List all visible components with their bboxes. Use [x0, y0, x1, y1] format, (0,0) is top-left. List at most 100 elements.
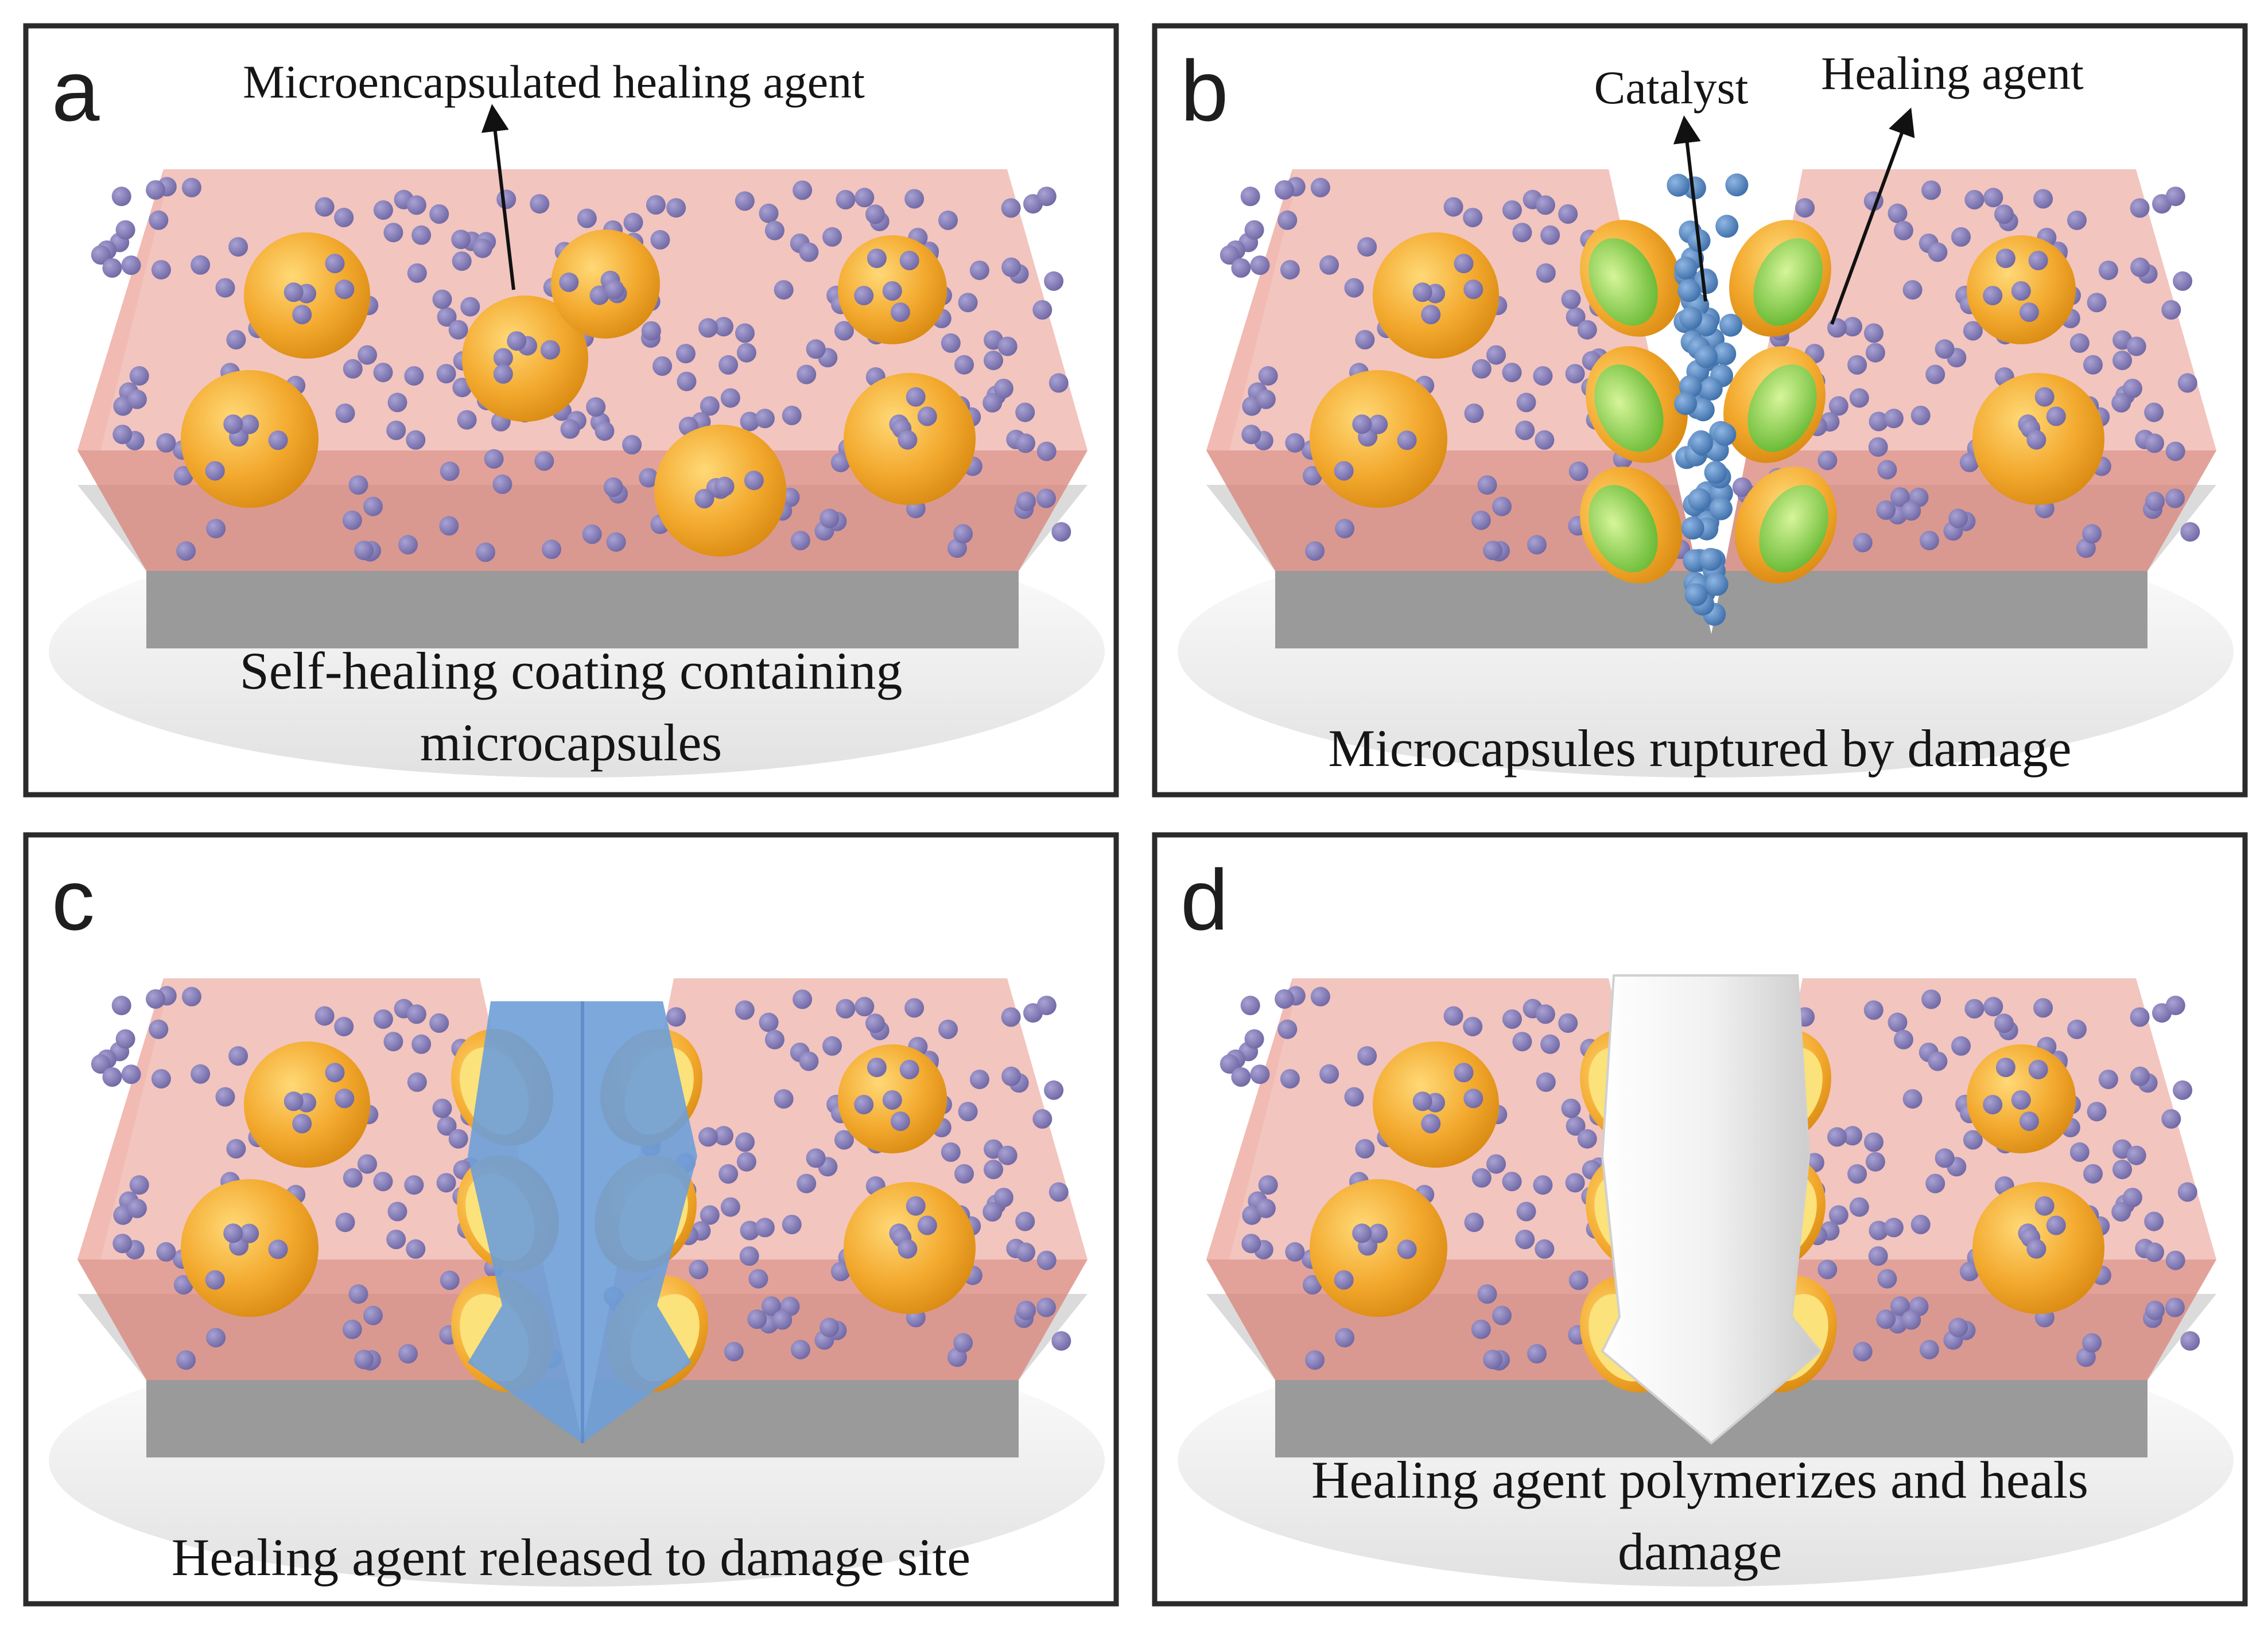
catalyst-particle — [1454, 1063, 1474, 1083]
catalyst-particle — [407, 263, 427, 283]
catalyst-particle — [595, 421, 615, 441]
catalyst-particle — [1241, 425, 1261, 445]
catalyst-particle — [735, 1000, 755, 1020]
catalyst-particle — [284, 1091, 304, 1111]
catalyst-particle — [958, 293, 978, 313]
catalyst-particle — [373, 200, 393, 220]
catalyst-particle — [982, 392, 1003, 413]
catalyst-particle — [1565, 364, 1585, 384]
catalyst-particle — [1847, 355, 1867, 375]
catalyst-particle — [1335, 1328, 1355, 1348]
catalyst-particle — [793, 180, 813, 200]
catalyst-particle — [432, 289, 452, 309]
catalyst-particle — [1231, 258, 1251, 278]
catalyst-particle — [452, 251, 472, 271]
catalyst-particle — [1310, 986, 1330, 1006]
panel-caption-line: Healing agent released to damage site — [172, 1528, 970, 1587]
catalyst-particle — [1036, 441, 1057, 461]
catalyst-particle — [799, 242, 819, 262]
catalyst-particle — [938, 1019, 958, 1039]
catalyst-particle — [1817, 450, 1838, 471]
catalyst-particle — [2098, 261, 2118, 281]
catalyst-particle-in-crack — [1713, 342, 1737, 366]
healing-agent-fill — [1589, 238, 1658, 326]
catalyst-particle — [1558, 204, 1578, 224]
catalyst-particle-in-crack — [1715, 215, 1739, 238]
catalyst-particle — [429, 204, 449, 224]
catalyst-particle — [1910, 1215, 1931, 1234]
catalyst-particle — [111, 996, 131, 1016]
catalyst-particle — [121, 255, 141, 275]
catalyst-particle — [1864, 1132, 1883, 1152]
catalyst-particle — [714, 317, 733, 337]
catalyst-particle — [724, 1342, 744, 1362]
catalyst-particle — [2026, 1239, 2046, 1259]
catalyst-particle — [867, 248, 887, 269]
catalyst-particle — [882, 281, 902, 301]
catalyst-particle — [719, 355, 739, 375]
catalyst-particle — [854, 1095, 874, 1115]
catalyst-particle — [432, 1098, 452, 1118]
catalyst-particle — [1935, 339, 1955, 359]
catalyst-particle — [1483, 1350, 1503, 1370]
catalyst-particle — [1890, 487, 1910, 507]
catalyst-particle — [1828, 1205, 1848, 1225]
catalyst-particle — [1535, 1004, 1555, 1024]
catalyst-particle — [325, 1063, 345, 1083]
catalyst-particle-in-crack — [1679, 306, 1703, 330]
catalyst-particle-in-crack — [1674, 392, 1698, 415]
catalyst-particle — [334, 1017, 354, 1037]
catalyst-particle — [748, 1269, 768, 1289]
catalyst-particle — [440, 1270, 460, 1290]
catalyst-particle — [1919, 531, 1939, 550]
catalyst-particle — [1240, 996, 1260, 1016]
catalyst-particle — [1893, 220, 1913, 240]
catalyst-particle — [2082, 524, 2102, 544]
catalyst-particle-in-crack — [1713, 423, 1737, 446]
panel-letter: b — [1180, 42, 1228, 139]
catalyst-particle — [1443, 1006, 1463, 1026]
panel-letter: a — [52, 42, 100, 139]
catalyst-particle — [782, 1215, 802, 1234]
catalyst-particle — [1016, 433, 1035, 453]
catalyst-particle — [398, 1344, 418, 1364]
catalyst-particle — [451, 230, 471, 250]
catalyst-particle — [1877, 1269, 1897, 1289]
catalyst-particle — [407, 1072, 427, 1092]
catalyst-particle — [855, 188, 875, 208]
catalyst-particle — [1244, 1029, 1264, 1049]
catalyst-particle — [997, 336, 1018, 356]
catalyst-particle — [226, 330, 246, 349]
catalyst-particle — [354, 1350, 374, 1370]
catalyst-particle — [759, 1012, 779, 1032]
catalyst-particle — [2130, 1007, 2150, 1027]
catalyst-particle — [542, 539, 561, 559]
catalyst-particle — [1921, 989, 1941, 1009]
catalyst-particle — [1016, 1300, 1036, 1320]
catalyst-particle — [363, 496, 383, 516]
catalyst-particle — [589, 285, 609, 305]
catalyst-particle — [834, 1130, 854, 1150]
catalyst-particle — [1959, 1261, 1979, 1281]
catalyst-particle — [173, 466, 193, 486]
catalyst-particle — [993, 1188, 1013, 1207]
catalyst-particle — [666, 198, 686, 218]
catalyst-particle — [534, 451, 554, 471]
catalyst-particle — [1994, 1013, 2014, 1033]
catalyst-particle — [898, 1239, 918, 1259]
catalyst-particle — [1577, 1129, 1597, 1149]
catalyst-particle — [429, 1013, 449, 1033]
healing-agent-fill — [1759, 485, 1828, 573]
catalyst-particle — [354, 541, 374, 561]
catalyst-particle — [1959, 452, 1979, 472]
catalyst-particle — [1925, 364, 1945, 384]
catalyst-particle — [1515, 1230, 1535, 1249]
catalyst-particle — [1464, 403, 1484, 423]
catalyst-particle — [1275, 180, 1295, 200]
catalyst-particle — [1948, 508, 1968, 528]
catalyst-particle — [958, 1102, 978, 1122]
catalyst-particle — [1963, 321, 1983, 341]
catalyst-particle — [953, 524, 973, 544]
catalyst-particle — [759, 203, 779, 223]
catalyst-particle — [790, 1340, 810, 1359]
